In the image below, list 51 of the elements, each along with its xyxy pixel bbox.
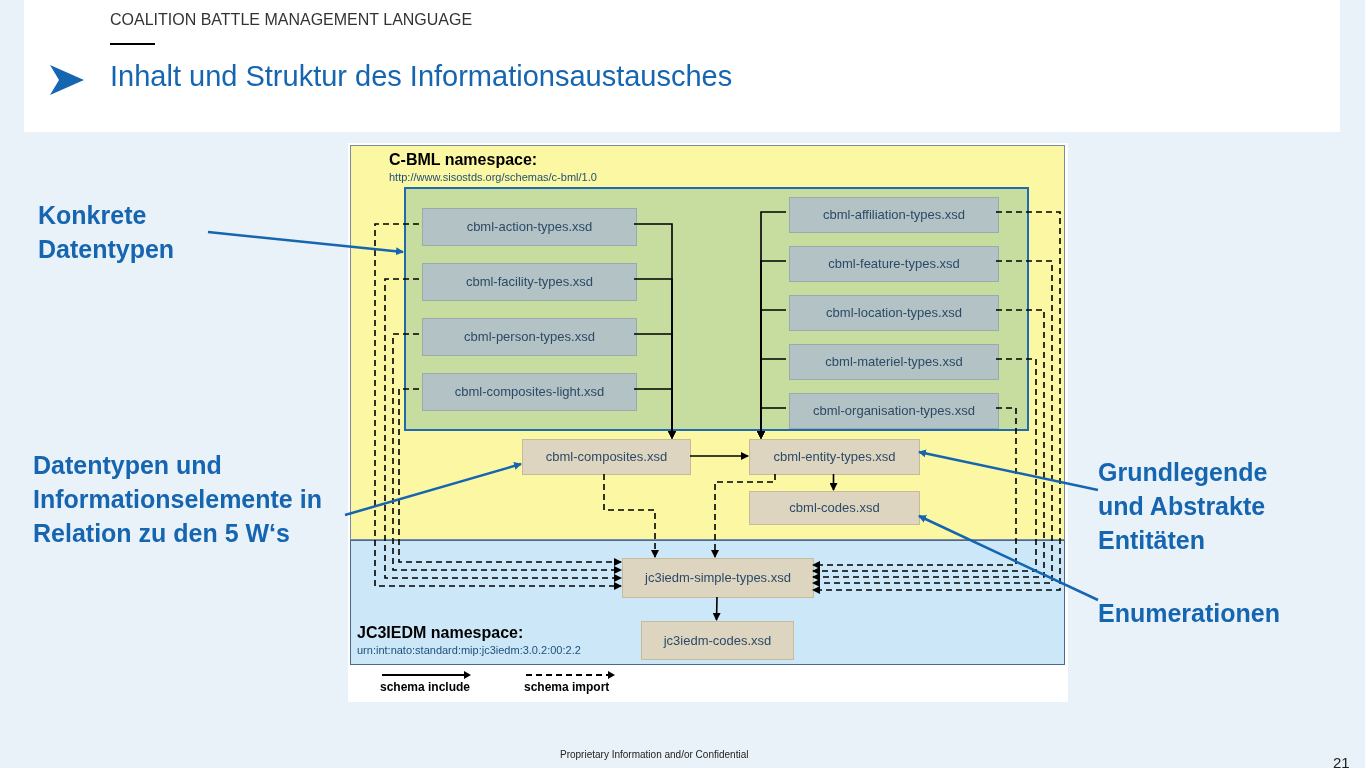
dashed-arrow: [398, 388, 622, 566]
arrow: [829, 473, 838, 491]
callout-text: Datentypen und Informationselemente in Relation zu den 5 W‘s: [33, 448, 345, 588]
arrow: [689, 452, 749, 460]
region-heading: C-BML namespace:: [389, 150, 539, 170]
arrow: [757, 407, 787, 439]
schema-box: cbml-affiliation-types.xsd: [789, 197, 999, 233]
dashed-arrow: [812, 211, 1061, 594]
schema-box: cbml-composites.xsd: [522, 439, 691, 475]
schema-box: cbml-entity-types.xsd: [749, 439, 920, 475]
dashed-arrow: [812, 260, 1053, 587]
schema-box: cbml-codes.xsd: [749, 491, 920, 525]
dashed-arrow: [603, 473, 659, 558]
schema-box: cbml-action-types.xsd: [422, 208, 637, 246]
legend-text: schema include: [380, 680, 471, 694]
leader-arrow: [344, 462, 522, 517]
namespace-url: urn:int:nato:standard:mip:jc3iedm:3.0.2:00:2.2: [357, 643, 581, 658]
schema-box: cbml-organisation-types.xsd: [789, 393, 999, 429]
dashed-arrow: [812, 309, 1045, 581]
callout-text: Grundlegende und Abstrakte Entitäten: [1098, 455, 1313, 563]
dashed-arrow: [812, 358, 1037, 575]
callout-text: Konkrete Datentypen: [38, 198, 208, 268]
leader-arrow: [918, 449, 1099, 492]
dashed-arrow: [384, 278, 622, 582]
page-number: 21: [1333, 753, 1350, 768]
schema-box: cbml-person-types.xsd: [422, 318, 637, 356]
arrow: [633, 388, 676, 439]
footer-note: Proprietary Information and/or Confidential: [560, 748, 749, 762]
legend-text: schema import: [524, 680, 610, 694]
schema-box: cbml-materiel-types.xsd: [789, 344, 999, 380]
schema-box: cbml-location-types.xsd: [789, 295, 999, 331]
slide-title: Inhalt und Struktur des Informationsaustausches: [110, 59, 733, 94]
namespace-region: [350, 145, 1065, 540]
schema-box: cbml-facility-types.xsd: [422, 263, 637, 301]
dashed-arrow: [812, 407, 1017, 569]
dashed-arrow: [374, 223, 622, 590]
callout-text: Enumerationen: [1098, 596, 1318, 632]
leader-arrow: [918, 514, 1099, 602]
arrow: [712, 596, 721, 621]
leader-arrow: [207, 230, 404, 256]
dashed-arrow: [392, 333, 622, 574]
schema-box: cbml-composites-light.xsd: [422, 373, 637, 411]
schema-box: jc3iedm-simple-types.xsd: [622, 558, 814, 598]
namespace-region: [350, 540, 1065, 665]
section-label: COALITION BATTLE MANAGEMENT LANGUAGE: [110, 10, 473, 30]
dashed-arrow: [711, 473, 776, 558]
namespace-url: http://www.sisostds.org/schemas/c-bml/1.0: [389, 170, 597, 185]
region-heading: JC3IEDM namespace:: [357, 623, 525, 643]
schema-box: jc3iedm-codes.xsd: [641, 621, 794, 660]
schema-box: cbml-feature-types.xsd: [789, 246, 999, 282]
group-box: [404, 187, 1029, 431]
